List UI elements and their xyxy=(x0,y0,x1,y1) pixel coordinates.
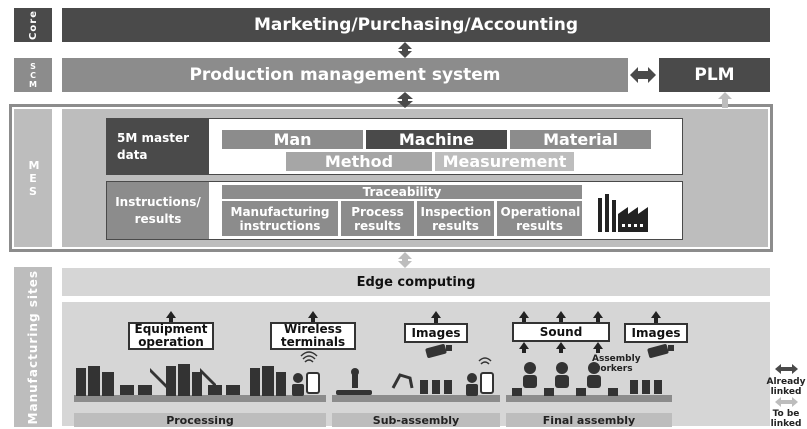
core-bar: Marketing/Purchasing/Accounting xyxy=(62,8,770,42)
camera-icon-final xyxy=(647,344,674,358)
manufacturing-instructions-cell: Manufacturing instructions xyxy=(222,201,338,236)
mes-tag: MES xyxy=(14,109,52,247)
finalassembly-label: Final assembly xyxy=(506,413,672,427)
assembly-worker-icons xyxy=(512,362,662,396)
legend-tobe-arrow xyxy=(775,397,798,407)
sites-tag: Manufacturing sites xyxy=(14,267,52,427)
inspection-results-cell: Inspection results xyxy=(417,201,494,236)
edge-computing-title: Edge computing xyxy=(356,274,476,290)
processing-base xyxy=(74,395,326,402)
traceability-bar: Traceability xyxy=(222,185,582,199)
subassembly-worker-with-tablet xyxy=(466,357,494,396)
plm-title: PLM xyxy=(694,65,735,85)
assembly-workers-label: Assembly workers xyxy=(592,354,641,374)
factory-icon xyxy=(598,194,648,232)
production-management-title: Production management system xyxy=(189,65,501,85)
processing-label: Processing xyxy=(74,413,326,427)
images-box-final: Images xyxy=(624,323,688,343)
conveyor-and-robot xyxy=(336,368,452,395)
legend-already-arrow xyxy=(775,364,798,374)
camera-icon-subassembly xyxy=(425,344,452,358)
cnc-machines xyxy=(76,364,286,396)
scm-plm-double-arrow xyxy=(630,67,656,83)
production-management-bar: Production management system xyxy=(62,58,628,92)
measurement-cell: Measurement xyxy=(435,152,574,171)
scm-mes-double-arrow xyxy=(397,92,413,108)
process-results-cell: Process results xyxy=(341,201,414,236)
processing-worker-with-tablet xyxy=(292,372,320,396)
method-cell: Method xyxy=(286,152,432,171)
sound-box: Sound xyxy=(512,322,610,342)
images-box-subassembly: Images xyxy=(404,323,468,343)
wireless-terminals-box: Wireless terminals xyxy=(270,322,356,350)
man-cell: Man xyxy=(222,130,363,149)
legend-tobe-label: To be linked xyxy=(770,409,802,429)
wireless-icon xyxy=(300,351,318,363)
subassembly-label: Sub-assembly xyxy=(332,413,500,427)
master-data-label: 5M master data xyxy=(107,119,209,174)
finalassembly-base xyxy=(506,395,672,402)
equipment-operation-box: Equipment operation xyxy=(128,322,214,350)
operational-results-cell: Operational results xyxy=(497,201,582,236)
machine-cell: Machine xyxy=(366,130,507,149)
scm-tag: SCM xyxy=(14,58,52,92)
core-scm-double-arrow xyxy=(398,42,412,58)
mes-edge-arrow xyxy=(398,252,412,268)
material-cell: Material xyxy=(510,130,651,149)
instructions-label: Instructions/ results xyxy=(107,182,209,239)
core-tag: Core xyxy=(14,8,52,42)
subassembly-base xyxy=(332,395,500,402)
legend-already-label: Already linked xyxy=(766,377,806,397)
plm-mes-arrow xyxy=(718,92,732,108)
up-arrows xyxy=(166,311,661,353)
plm-box: PLM xyxy=(659,58,770,92)
edge-computing-bar: Edge computing xyxy=(62,268,770,296)
core-title: Marketing/Purchasing/Accounting xyxy=(253,15,579,35)
